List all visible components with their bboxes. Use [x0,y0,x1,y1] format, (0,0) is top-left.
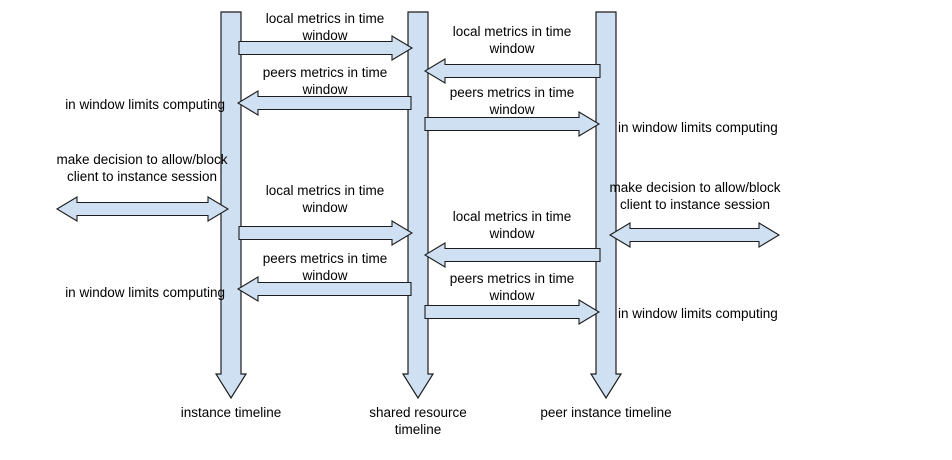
message-arrow-m7 [236,276,412,302]
message-arrow-m6 [423,242,601,268]
lifeline-label-instance: instance timeline [180,405,282,420]
message-arrows-group [236,35,601,325]
message-arrow-m5 [238,220,414,246]
message-arrow-m2 [423,58,601,84]
message-arrow-m4 [424,111,601,137]
decision-arrows-group [55,196,781,248]
lifeline-label-peer: peer instance timeline [540,405,672,420]
decision-arrow-d1 [55,196,230,222]
lifeline-peer [589,11,623,400]
message-arrow-m1 [238,35,414,61]
decision-arrow-d2 [608,222,781,248]
lifeline-label-shared: shared resource timeline [369,405,467,437]
message-arrow-m3 [236,90,412,116]
lifeline-instance [214,11,248,400]
message-arrow-m8 [424,299,601,325]
